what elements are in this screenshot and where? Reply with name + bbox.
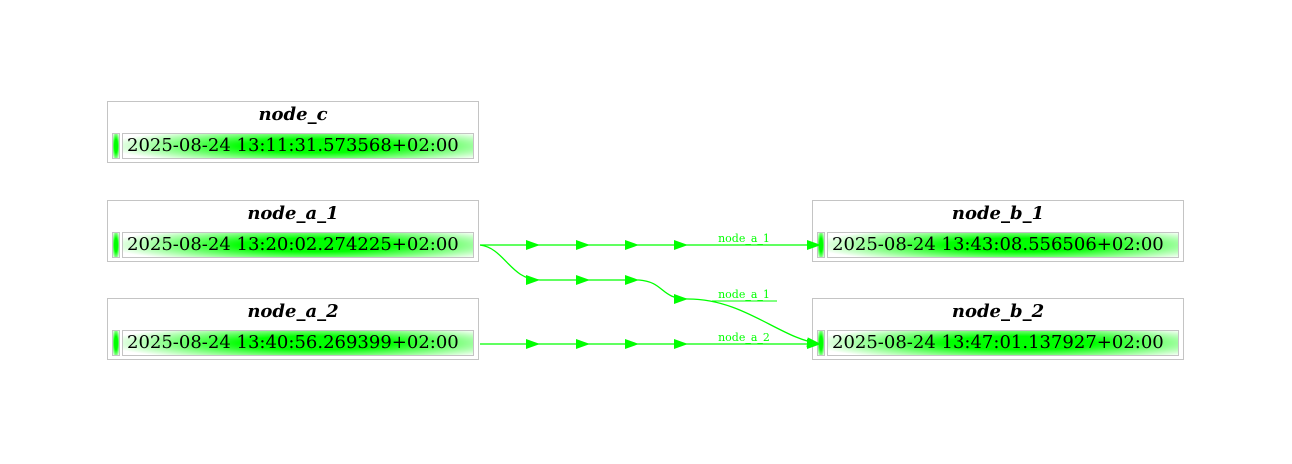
node-row: 2025-08-24 13:40:56.269399+02:00: [112, 330, 474, 356]
edge-a1-b1[interactable]: node_a_1: [480, 232, 821, 250]
node-title: node_a_2: [247, 301, 339, 322]
node-b-1[interactable]: node_b_1 2025-08-24 13:43:08.556506+02:0…: [812, 200, 1184, 262]
node-title: node_a_1: [247, 203, 339, 224]
node-row: 2025-08-24 13:11:31.573568+02:00: [112, 133, 474, 159]
node-row: 2025-08-24 13:20:02.274225+02:00: [112, 232, 474, 258]
node-row: 2025-08-24 13:43:08.556506+02:00: [817, 232, 1179, 258]
node-title: node_c: [258, 104, 328, 125]
node-c[interactable]: node_c 2025-08-24 13:11:31.573568+02:00: [107, 101, 479, 163]
timestamp-field: 2025-08-24 13:47:01.137927+02:00: [827, 330, 1179, 356]
node-a-1[interactable]: node_a_1 2025-08-24 13:20:02.274225+02:0…: [107, 200, 479, 262]
status-indicator: [112, 133, 120, 159]
timestamp-field: 2025-08-24 13:11:31.573568+02:00: [122, 133, 474, 159]
edge-a2-b2[interactable]: node_a_2: [480, 331, 821, 349]
node-b-2[interactable]: node_b_2 2025-08-24 13:47:01.137927+02:0…: [812, 298, 1184, 360]
node-title: node_b_1: [951, 203, 1045, 224]
edge-label: node_a_1: [718, 232, 770, 245]
node-a-2[interactable]: node_a_2 2025-08-24 13:40:56.269399+02:0…: [107, 298, 479, 360]
edge-label: node_a_2: [718, 331, 770, 344]
edge-a1-b2[interactable]: node_a_1: [479, 244, 822, 348]
status-indicator: [112, 232, 120, 258]
node-title: node_b_2: [951, 301, 1045, 322]
edge-label: node_a_1: [718, 288, 770, 301]
node-row: 2025-08-24 13:47:01.137927+02:00: [817, 330, 1179, 356]
status-indicator: [112, 330, 120, 356]
timestamp-field: 2025-08-24 13:43:08.556506+02:00: [827, 232, 1179, 258]
timestamp-field: 2025-08-24 13:20:02.274225+02:00: [122, 232, 474, 258]
timestamp-field: 2025-08-24 13:40:56.269399+02:00: [122, 330, 474, 356]
